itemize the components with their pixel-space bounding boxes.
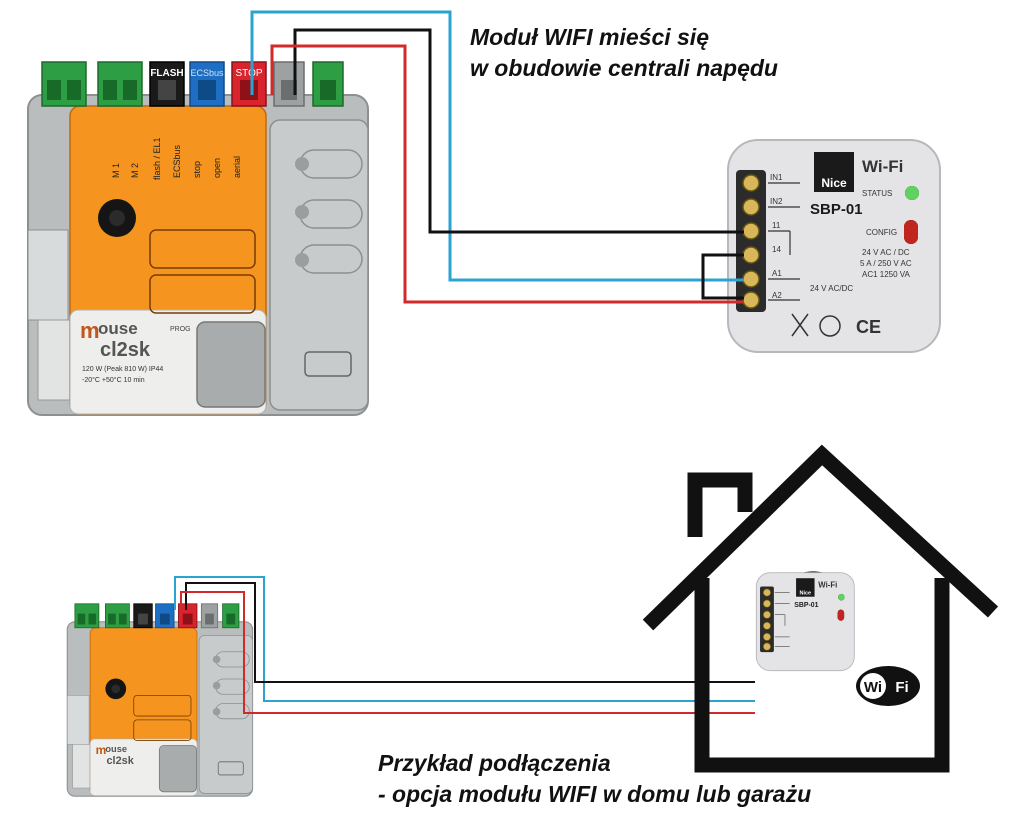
house-chimney bbox=[687, 472, 753, 537]
terminal-14: 14 bbox=[772, 245, 781, 254]
status-led bbox=[905, 186, 919, 200]
wire-jumper-top bbox=[701, 253, 744, 300]
bottom-controller: m ouse cl2sk bbox=[66, 603, 254, 797]
column-label-stop: stop bbox=[192, 161, 202, 178]
prog-label: PROG bbox=[170, 326, 191, 333]
ce-mark: CE bbox=[856, 317, 881, 337]
column-label-flash: flash / EL1 bbox=[152, 137, 162, 180]
bottom-wifi-module: Nice Wi-Fi SBP-01 bbox=[755, 572, 855, 672]
nice-logo: Nice bbox=[821, 176, 847, 190]
wifi-logo: Wi-Fi bbox=[862, 157, 903, 176]
brand-m-small: m bbox=[96, 743, 107, 757]
module-model: SBP-01 bbox=[810, 201, 863, 218]
column-label-ecsbus: ECSbus bbox=[172, 144, 182, 178]
column-label-open: open bbox=[212, 158, 222, 178]
top-caption: Moduł WIFI mieści się w obudowie central… bbox=[470, 22, 778, 84]
nice-logo-small: Nice bbox=[799, 590, 811, 596]
bottom-caption-line-2: - opcja modułu WIFI w domu lub garażu bbox=[378, 781, 812, 807]
config-led bbox=[904, 220, 918, 244]
bottom-caption-line-1: Przykład podłączenia bbox=[378, 750, 611, 776]
rating-line-3: AC1 1250 VA bbox=[862, 270, 911, 279]
terminal-in2: IN2 bbox=[770, 197, 783, 206]
brand-ouse-small: ouse bbox=[105, 744, 127, 754]
bottom-caption: Przykład podłączenia - opcja modułu WIFI… bbox=[378, 748, 811, 810]
terminal-in1: IN1 bbox=[770, 173, 783, 182]
column-label-m1: M 1 bbox=[111, 163, 121, 178]
power-label: 24 V AC/DC bbox=[810, 284, 853, 293]
wifi-badge-wi: Wi bbox=[864, 679, 882, 696]
terminal-a1: A1 bbox=[772, 269, 782, 278]
top-wires bbox=[250, 10, 744, 304]
specs-line-1: 120 W (Peak 810 W) IP44 bbox=[82, 366, 163, 373]
brand-ouse: ouse bbox=[98, 319, 138, 338]
terminal-11: 11 bbox=[772, 221, 781, 230]
house-roof bbox=[642, 444, 999, 631]
wire-black-top bbox=[293, 28, 744, 234]
brand-m: m bbox=[80, 318, 100, 343]
wire-red-top bbox=[270, 44, 744, 304]
wifi-logo-small: Wi-Fi bbox=[818, 580, 837, 589]
terminal-label-stop: STOP bbox=[235, 68, 262, 79]
terminal-label-flash: FLASH bbox=[150, 68, 183, 79]
column-label-aerial: aerial bbox=[232, 156, 242, 178]
top-caption-line-2: w obudowie centrali napędu bbox=[470, 55, 778, 81]
wire-blue-bottom bbox=[174, 576, 755, 702]
weee-symbol bbox=[791, 313, 809, 337]
terminal-a2: A2 bbox=[772, 291, 782, 300]
config-led-small bbox=[837, 609, 845, 621]
config-label: CONFIG bbox=[866, 228, 897, 237]
status-label: STATUS bbox=[862, 189, 892, 198]
model-name: cl2sk bbox=[100, 339, 151, 361]
bottom-wires bbox=[174, 576, 755, 714]
terminal-label-ecsbus: ECSbus bbox=[190, 68, 224, 78]
module-model-small: SBP-01 bbox=[794, 602, 818, 609]
wifi-badge: Wi Fi bbox=[856, 666, 920, 706]
top-wifi-module: Nice Wi-Fi SBP-01 STATUS CONFIG IN1 IN2 … bbox=[727, 139, 941, 353]
top-controller: FLASH ECSbus STOP M 1 M 2 flash / EL1 EC… bbox=[27, 61, 369, 416]
status-led-small bbox=[838, 593, 845, 601]
column-label-m2: M 2 bbox=[130, 163, 140, 178]
rating-line-2: 5 A / 250 V AC bbox=[860, 259, 912, 268]
house-walls bbox=[694, 578, 950, 773]
rating-line-1: 24 V AC / DC bbox=[862, 248, 910, 257]
house-outline bbox=[642, 444, 999, 773]
wire-red-bottom bbox=[180, 591, 755, 714]
wifi-badge-fi: Fi bbox=[895, 679, 908, 696]
specs-line-2: -20°C +50°C 10 min bbox=[82, 376, 145, 384]
class-ii-symbol bbox=[819, 315, 841, 337]
model-name-small: cl2sk bbox=[107, 755, 135, 767]
wire-blue-top bbox=[250, 10, 744, 282]
top-caption-line-1: Moduł WIFI mieści się bbox=[470, 24, 709, 50]
